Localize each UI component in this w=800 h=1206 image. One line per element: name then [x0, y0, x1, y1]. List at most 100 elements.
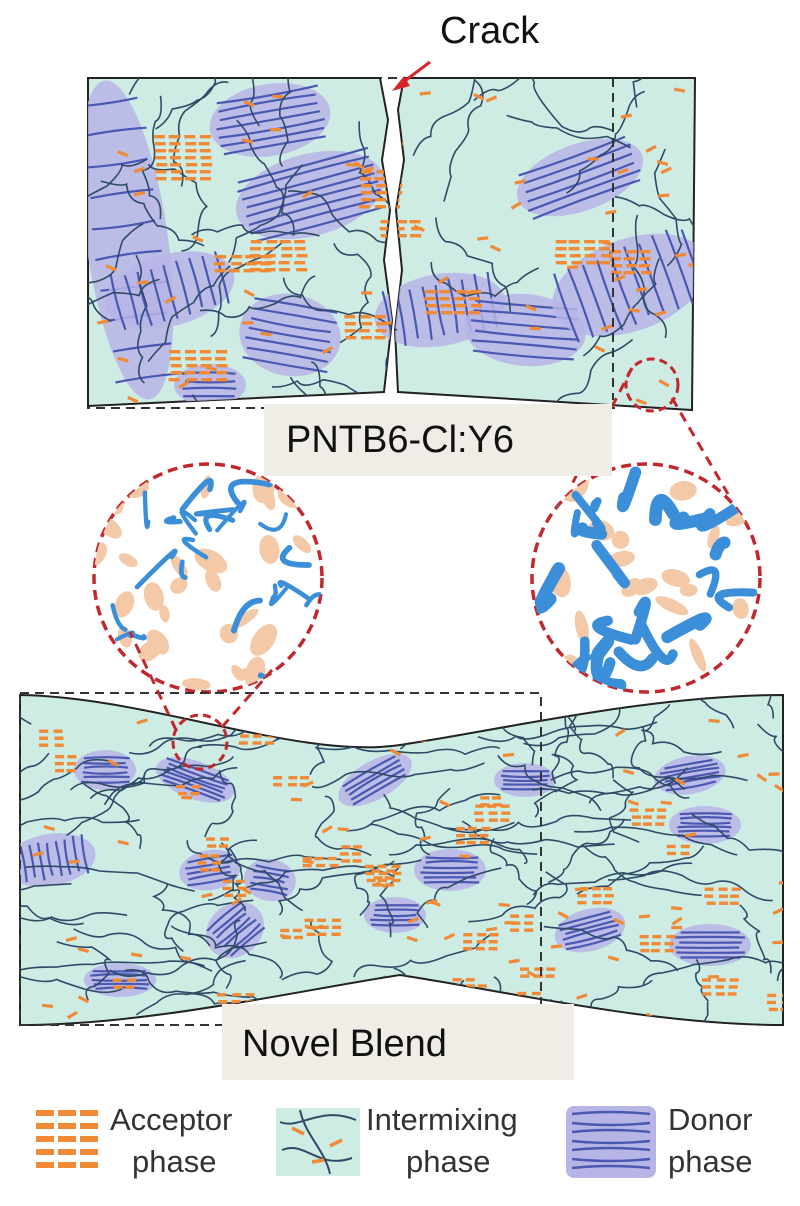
zoom-source-right — [624, 357, 680, 413]
acceptor-molecule — [68, 859, 80, 864]
acceptor-molecule — [638, 914, 651, 919]
polymer-chain — [566, 90, 646, 194]
donor-strand — [277, 580, 310, 600]
acceptor-molecule — [673, 87, 686, 93]
polymer-chain — [388, 837, 528, 865]
acceptor-molecule — [635, 398, 647, 406]
polymer-chain — [588, 774, 748, 804]
polymer-chain — [227, 164, 304, 264]
acceptor-domain — [510, 914, 534, 932]
acceptor-molecule — [708, 718, 720, 723]
acceptor-molecule — [321, 825, 333, 834]
acceptor-blob — [661, 568, 690, 588]
acceptor-molecule — [594, 344, 606, 353]
acceptor-molecule — [137, 280, 149, 285]
acceptor-molecule — [477, 236, 489, 241]
polymer-chain — [574, 826, 738, 856]
donor-strand — [270, 583, 278, 601]
polymer-chain — [368, 823, 538, 855]
acceptor-molecule — [498, 902, 510, 908]
legend-donor-line1: Donor — [668, 1102, 753, 1137]
polymer-chain — [608, 779, 640, 844]
acceptor-molecule — [439, 799, 451, 808]
polymer-chain — [461, 820, 615, 848]
donor-strand — [532, 479, 564, 510]
polymer-chain — [739, 904, 772, 974]
acceptor-molecule — [302, 859, 314, 864]
bottom-film — [19, 692, 784, 1027]
polymer-chain — [83, 783, 142, 850]
polymer-chain — [66, 772, 146, 837]
donor-domain — [654, 755, 726, 795]
polymer-chain — [88, 288, 113, 329]
acceptor-domain — [609, 250, 653, 275]
polymer-chain — [554, 979, 653, 1025]
donor-strand — [279, 544, 312, 568]
polymer-chain — [691, 813, 783, 859]
acceptor-molecule — [660, 800, 672, 806]
donor-strand — [134, 548, 178, 590]
donor-strand — [649, 494, 680, 526]
polymer-chain — [229, 860, 395, 892]
acceptor-molecule — [654, 310, 667, 317]
acceptor-molecule — [622, 768, 635, 775]
polymer-chain — [25, 865, 195, 892]
top-film — [87, 77, 697, 412]
acceptor-blob — [655, 596, 689, 616]
acceptor-molecule — [413, 224, 425, 232]
polymer-chain — [412, 78, 476, 156]
legend-donor-swatch — [566, 1106, 656, 1178]
acceptor-molecule — [290, 797, 303, 802]
polymer-chain — [20, 883, 72, 902]
polymer-chain — [414, 787, 451, 856]
polymer-chain — [147, 163, 209, 252]
acceptor-blob — [138, 640, 162, 662]
acceptor-molecule — [353, 160, 365, 170]
acceptor-blob — [94, 490, 105, 512]
acceptor-molecule — [32, 851, 44, 857]
polymer-chain — [695, 958, 709, 1025]
polymer-chain — [641, 704, 722, 756]
acceptor-blob — [143, 582, 164, 611]
acceptor-molecule — [243, 99, 255, 108]
acceptor-domain — [153, 135, 213, 181]
zoom-connectors — [128, 357, 730, 771]
acceptor-molecule — [756, 773, 768, 783]
donor-domain — [554, 907, 626, 953]
donor-domain — [414, 849, 486, 891]
polymer-chain — [88, 278, 160, 343]
polymer-chain — [473, 78, 571, 102]
acceptor-molecule — [304, 924, 316, 931]
acceptor-domain — [213, 255, 272, 273]
polymer-chain — [632, 78, 695, 108]
polymer-chain — [614, 195, 695, 262]
polymer-chain — [353, 933, 492, 978]
polymer-chain — [155, 78, 230, 130]
acceptor-molecule — [614, 728, 626, 738]
donor-strand — [589, 497, 602, 513]
acceptor-domain — [474, 804, 511, 822]
donor-domain — [338, 753, 412, 807]
acceptor-blob — [669, 480, 697, 501]
polymer-chain — [277, 870, 395, 916]
acceptor-molecule — [674, 777, 686, 786]
polymer-chain — [301, 361, 331, 410]
acceptor-molecule — [485, 95, 498, 103]
acceptor-molecule — [117, 150, 129, 158]
acceptor-domain — [54, 754, 77, 773]
acceptor-molecule — [77, 995, 90, 1004]
polymer-chain — [506, 114, 632, 149]
acceptor-domain — [168, 350, 228, 382]
acceptor-molecule — [130, 952, 143, 958]
legend-intermixing-line2: phase — [406, 1144, 491, 1179]
acceptor-molecule — [43, 824, 55, 832]
polymer-chain — [607, 870, 773, 902]
polymer-chain — [141, 95, 162, 220]
acceptor-blob — [159, 605, 170, 623]
polymer-chain — [215, 919, 241, 989]
acceptor-molecule — [107, 758, 119, 767]
acceptor-molecule — [526, 970, 538, 979]
legend-acceptor-line2: phase — [132, 1144, 217, 1179]
polymer-chain — [311, 762, 485, 789]
